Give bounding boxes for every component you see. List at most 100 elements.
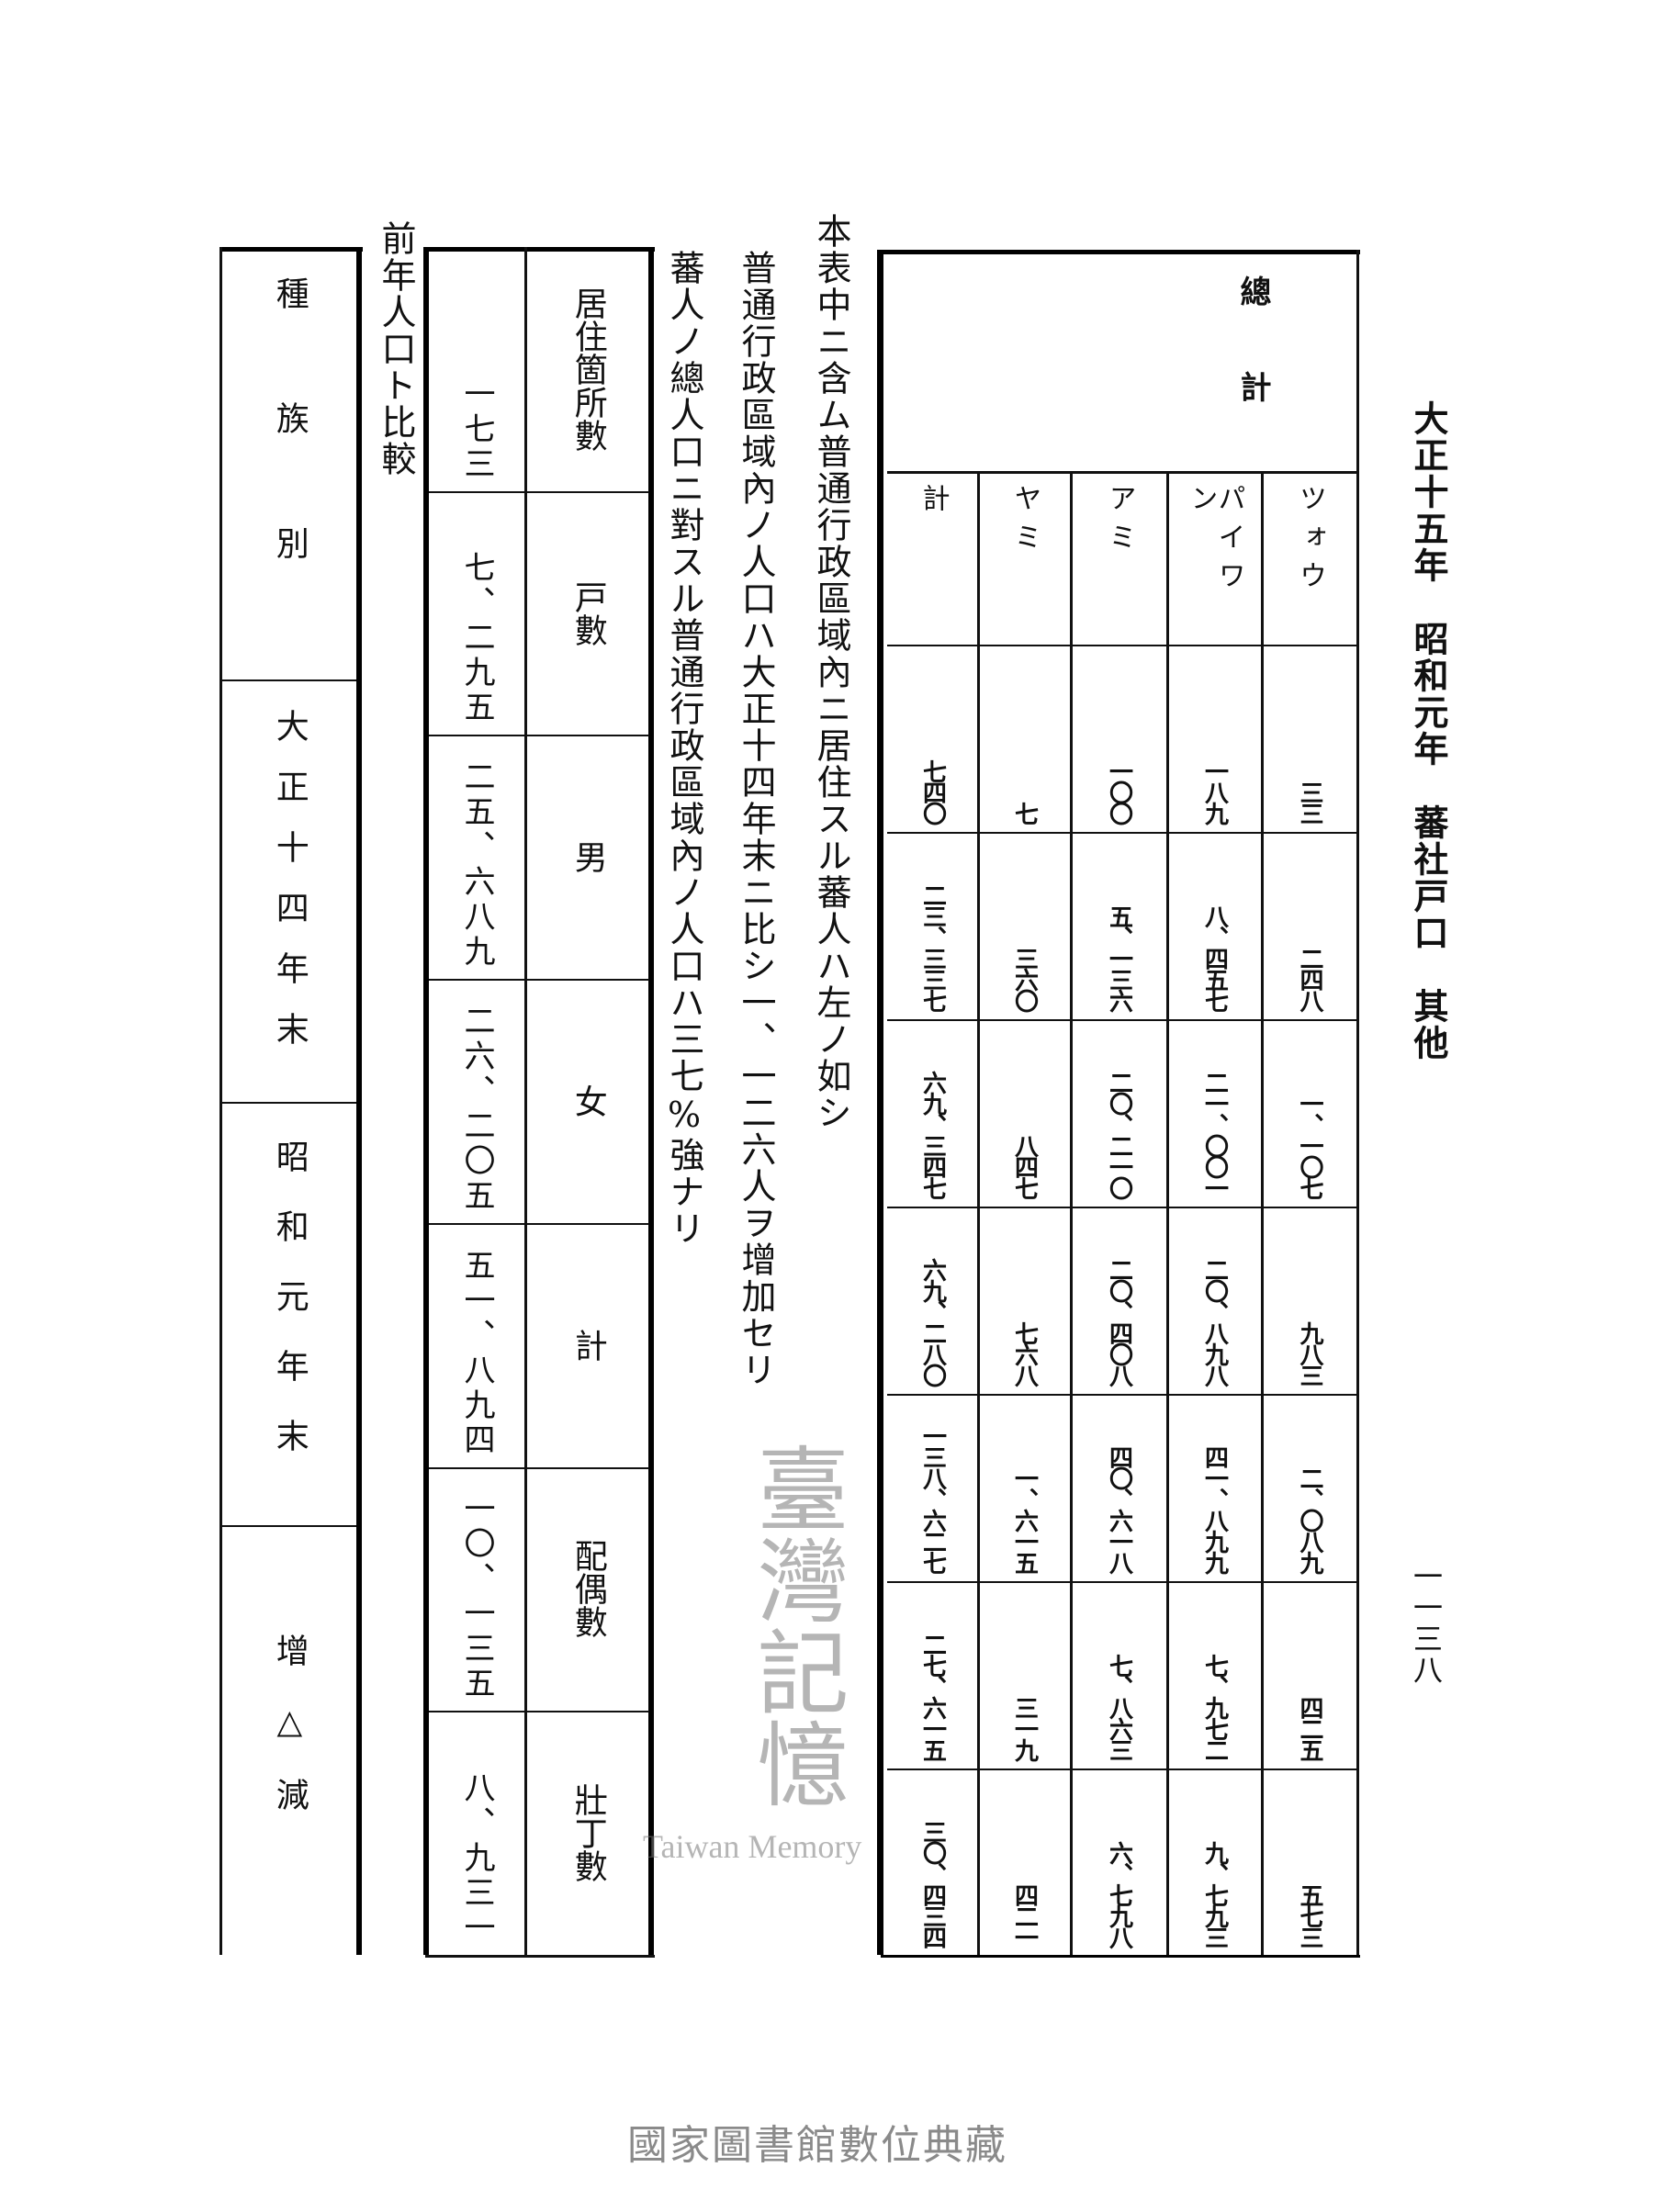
table-cell: 七四〇 [887, 645, 978, 832]
column-header: ツォウ [1262, 471, 1357, 645]
column-header-text: パイワン [1185, 484, 1245, 600]
table-right-border [1356, 250, 1359, 1955]
comp-label: 種族別 [222, 247, 356, 679]
table-cell-text: 七、九七二 [1200, 1654, 1229, 1759]
admin-header: 戸數 [527, 491, 648, 735]
column-divider [1070, 471, 1073, 1955]
table-cell-text: 二三、三三七 [918, 883, 947, 1010]
table-cell-text: 五七三 [1296, 1883, 1323, 1947]
admin-value: 五一、八九四 [429, 1223, 524, 1467]
row-divider [887, 832, 1357, 834]
admin-header: 居住箇所數 [527, 247, 648, 491]
table-cell: 三〇、四三四 [887, 1768, 978, 1956]
table-cell-text: 三〇、四三四 [918, 1820, 947, 1947]
table-left-border [877, 250, 883, 1955]
comp-label: 昭和元年末 [222, 1102, 356, 1525]
table-cell: 六九、三四七 [887, 1019, 978, 1207]
table-cell-text: 一、一〇七 [1296, 1092, 1323, 1197]
table-cell: 一〇〇 [1071, 645, 1167, 832]
table-cell-text: 九八三 [1296, 1321, 1323, 1385]
row-divider [887, 1394, 1357, 1396]
table-cell-text: 二〇、四〇八 [1105, 1258, 1133, 1385]
table-cell: 一八九 [1167, 645, 1262, 832]
table-cell: 五、一三六 [1071, 832, 1167, 1019]
page-number: 一一三八 [1409, 1561, 1444, 1686]
admin-row-divider [429, 979, 649, 982]
watermark-logo: 臺灣記憶 [741, 1442, 849, 1809]
admin-value: 一〇、一三五 [429, 1467, 524, 1712]
table-cell-text: 二、〇八九 [1296, 1466, 1323, 1572]
comp-right-border [356, 247, 362, 1955]
table-cell-text: 六九、三四七 [918, 1071, 947, 1197]
table-cell-text: 四二五 [1296, 1696, 1323, 1759]
comparison-title: 前年人口ト比較 [376, 220, 416, 477]
column-divider [1261, 471, 1264, 1955]
table-cell: 九、七九三 [1167, 1768, 1262, 1956]
admin-header-text: 女 [568, 1084, 607, 1117]
admin-header-text: 壯丁數 [568, 1783, 607, 1883]
comp-row-divider [222, 679, 356, 681]
table-bottom-border [881, 1955, 1360, 1958]
table-cell: 三六〇 [978, 832, 1071, 1019]
table-cell-text: 一八九 [1200, 759, 1229, 823]
admin-value: 一七三 [429, 247, 524, 491]
table-cell-text: 三三 [1296, 780, 1323, 823]
table-cell: 一、一〇七 [1262, 1019, 1357, 1207]
table-cell-text: 七四〇 [918, 759, 947, 823]
comp-label-text: 大正十四年末 [270, 709, 309, 1072]
table-cell: 七六八 [978, 1207, 1071, 1394]
table-cell: 一、六一五 [978, 1394, 1071, 1581]
admin-row-divider [429, 1711, 649, 1713]
table-cell: 七、八六三 [1071, 1581, 1167, 1768]
admin-value-text: 一七三 [458, 376, 495, 482]
row-divider [887, 1768, 1357, 1770]
table-cell: 三三 [1262, 645, 1357, 832]
table-cell: 四〇、六一八 [1071, 1394, 1167, 1581]
comp-row-divider [222, 1525, 356, 1527]
table-cell: 二〇、八九八 [1167, 1207, 1262, 1394]
table-cell: 九八三 [1262, 1207, 1357, 1394]
table-cell: 二〇、二一〇 [1071, 1019, 1167, 1207]
admin-header: 配偶數 [527, 1467, 648, 1712]
admin-header: 男 [527, 735, 648, 979]
table-cell-text: 六九、二八〇 [918, 1258, 947, 1385]
admin-value: 二六、二〇五 [429, 979, 524, 1223]
table-cell: 八四七 [978, 1019, 1071, 1207]
admin-right-border [648, 247, 654, 1955]
admin-value-text: 五一、八九四 [458, 1248, 495, 1458]
row-divider [887, 1581, 1357, 1583]
column-header-text: アミ [1103, 484, 1136, 561]
table-cell-text: 七、八六三 [1105, 1654, 1133, 1759]
admin-value: 八、九三一 [429, 1711, 524, 1955]
note-line-1: 本表中ニ含ム普通行政區域內ニ居住スル蕃人ハ左ノ如シ [811, 213, 851, 1131]
admin-row-divider [429, 490, 649, 493]
table-cell-text: 九、七九三 [1200, 1841, 1229, 1947]
column-header: パイワン [1167, 471, 1262, 645]
admin-row-divider [429, 1222, 649, 1225]
row-divider [887, 645, 1357, 646]
admin-value: 二五、六八九 [429, 735, 524, 979]
admin-header-text: 男 [568, 840, 607, 874]
comp-label-text: 增△減 [270, 1633, 309, 1847]
table-cell: 七、九七二 [1167, 1581, 1262, 1768]
table-cell-text: 六、七九八 [1105, 1841, 1133, 1947]
table-cell-text: 七 [1010, 802, 1039, 823]
admin-value: 七、二九五 [429, 491, 524, 735]
table-cell-text: 一、六一五 [1010, 1466, 1039, 1572]
admin-bottom-border [425, 1955, 655, 1958]
table-cell: 四一、八九九 [1167, 1394, 1262, 1581]
comp-top-border [219, 247, 363, 252]
admin-header: 計 [527, 1223, 648, 1467]
header-divider [887, 471, 1357, 474]
admin-left-border [423, 247, 429, 1955]
column-header-text: ヤミ [1008, 484, 1041, 561]
table-cell: 四二五 [1262, 1581, 1357, 1768]
table-cell-text: 七六八 [1010, 1321, 1039, 1385]
table-cell: 六九、二八〇 [887, 1207, 978, 1394]
table-cell: 二七、六一五 [887, 1581, 978, 1768]
row-divider [887, 1019, 1357, 1021]
admin-value-text: 七、二九五 [458, 551, 495, 726]
table-cell: 七 [978, 645, 1071, 832]
admin-value-text: 八、九三一 [458, 1770, 495, 1946]
column-header: 計 [887, 471, 978, 645]
